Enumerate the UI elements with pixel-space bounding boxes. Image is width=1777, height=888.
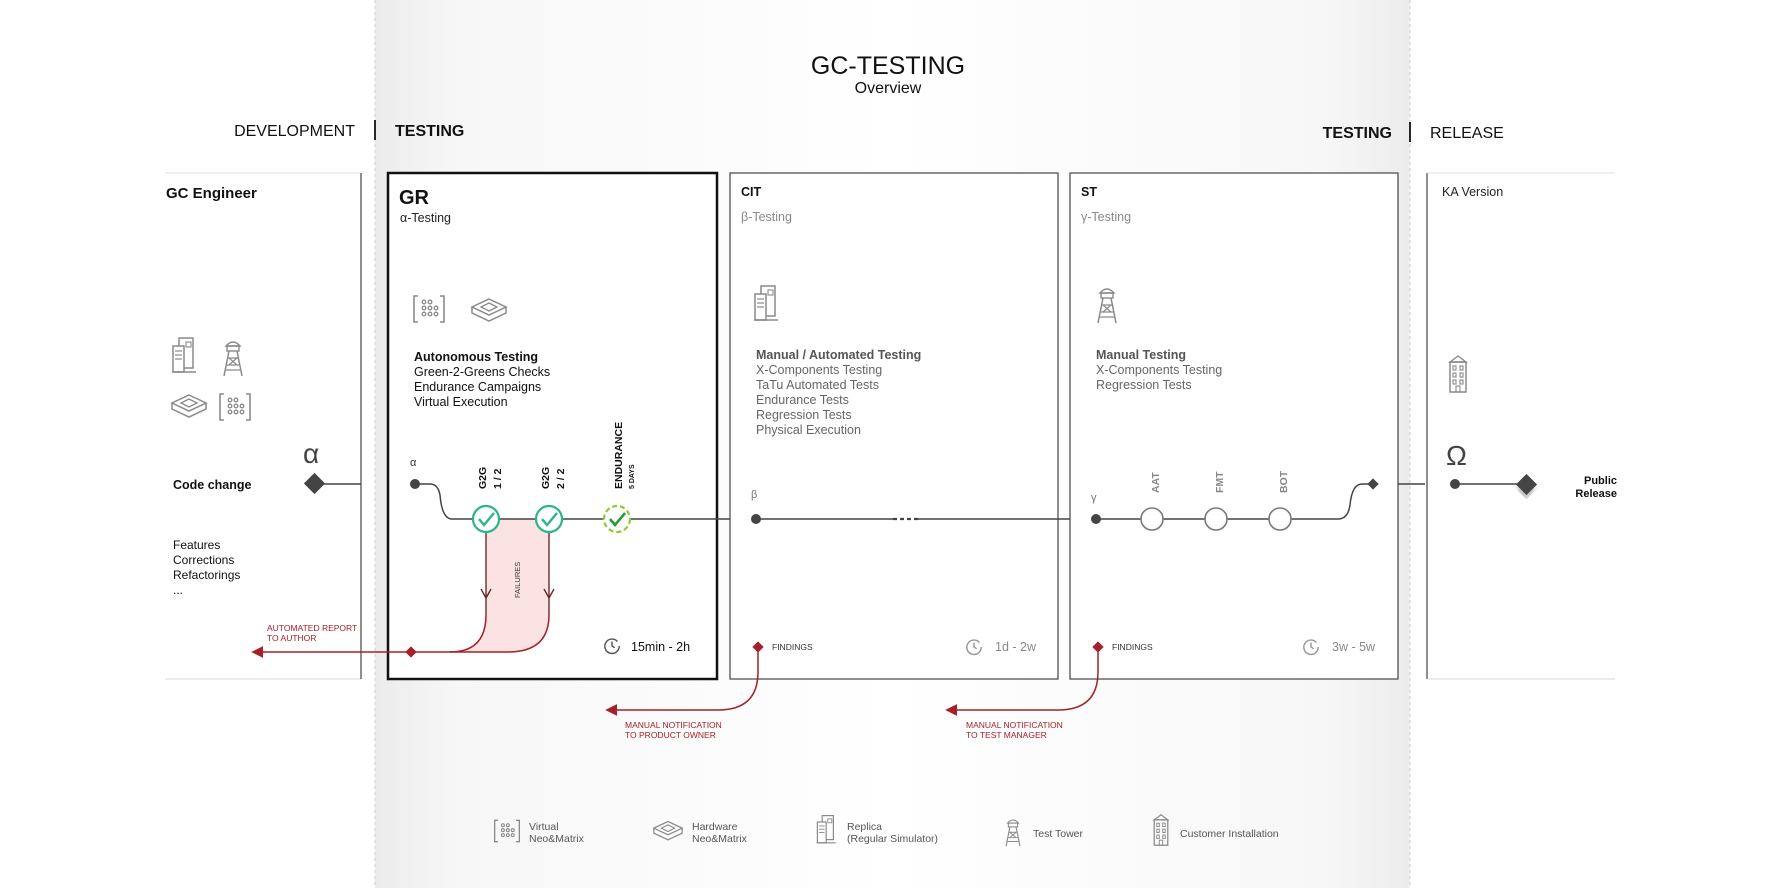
- cit-findings: FINDINGS: [772, 642, 813, 652]
- public-release-label: Public: [1584, 475, 1617, 487]
- public-release-label: Release: [1575, 488, 1617, 500]
- cit-notify-label: MANUAL NOTIFICATION: [625, 720, 722, 730]
- cit-subtitle: β-Testing: [741, 210, 792, 224]
- report-label: TO AUTHOR: [267, 633, 316, 643]
- gr-subtitle: α-Testing: [400, 211, 451, 225]
- cit-item: Physical Execution: [756, 423, 861, 437]
- cit-item: TaTu Automated Tests: [756, 378, 879, 392]
- engineer-title: GC Engineer: [166, 185, 257, 202]
- public-release-diamond: [1515, 473, 1538, 496]
- cit-beta: β: [751, 489, 757, 501]
- gr-heading: Autonomous Testing: [414, 350, 538, 364]
- g2g1-check: [471, 504, 501, 534]
- replica-icon: [171, 337, 197, 373]
- cit-title: CIT: [741, 185, 762, 199]
- g2g2-check: [534, 504, 564, 534]
- report-arrow: [251, 614, 550, 658]
- omega-symbol: Ω: [1446, 440, 1467, 471]
- st-gamma: γ: [1091, 492, 1097, 504]
- phase-release: RELEASE: [1430, 125, 1504, 142]
- check-icon: [609, 512, 626, 528]
- st-title: ST: [1081, 185, 1097, 199]
- endurance-label: ENDURANCE: [613, 422, 625, 489]
- stage-fmt-node: [1204, 507, 1228, 531]
- st-notify-label: TO TEST MANAGER: [966, 730, 1047, 740]
- stage-bot-label: BOT: [1278, 470, 1290, 493]
- g2g1-label: G2G: [477, 467, 489, 489]
- st-item: X-Components Testing: [1096, 363, 1222, 377]
- st-heading: Manual Testing: [1096, 348, 1186, 362]
- stage-aat-node: [1140, 507, 1164, 531]
- gr-panel: GR α-Testing Autonomous Testing Green-2-…: [251, 171, 730, 681]
- legend-hardware-label: Hardware: [692, 821, 738, 833]
- stage-bot-node: [1268, 507, 1292, 531]
- st-panel: ST γ-Testing Manual Testing X-Components…: [1069, 172, 1425, 680]
- check-icon: [478, 512, 495, 527]
- stage-aat-label: AAT: [1150, 472, 1162, 493]
- legend-tower-label: Test Tower: [1033, 828, 1083, 840]
- cit-item: Regression Tests: [756, 408, 852, 422]
- stage-fmt-label: FMT: [1214, 471, 1226, 493]
- st-findings: FINDINGS: [1112, 642, 1153, 652]
- cit-notify-arrow: [605, 647, 759, 716]
- g2g1-label: 1 / 2: [492, 468, 504, 489]
- legend-virtual-label: Neo&Matrix: [529, 833, 585, 845]
- legend-virtual-label: Virtual: [529, 821, 559, 833]
- legend-customer-label: Customer Installation: [1180, 828, 1279, 840]
- cit-item: Endurance Tests: [756, 393, 849, 407]
- failures-area: [450, 519, 549, 652]
- gr-pipeline-line: [415, 483, 730, 520]
- gr-alpha: α: [410, 457, 417, 469]
- virtual-icon: [219, 393, 251, 421]
- gr-item: Virtual Execution: [414, 395, 508, 409]
- cit-panel: CIT β-Testing Manual / Automated Testing…: [729, 172, 1070, 680]
- failures-label: FAILURES: [513, 562, 522, 598]
- st-pipeline-line: [1096, 483, 1373, 520]
- code-change-diamond: [303, 472, 326, 495]
- g2g2-label: G2G: [540, 467, 552, 489]
- cit-duration: 1d - 2w: [995, 640, 1037, 654]
- check-icon: [541, 512, 558, 527]
- g2g2-label: 2 / 2: [555, 468, 567, 489]
- report-diamond: [405, 646, 417, 658]
- st-notify-label: MANUAL NOTIFICATION: [966, 720, 1063, 730]
- release-title: KA Version: [1442, 185, 1503, 199]
- legend-hardware-label: Neo&Matrix: [692, 833, 748, 845]
- gr-item: Endurance Campaigns: [414, 380, 541, 394]
- engineer-item: Features: [173, 538, 220, 552]
- release-panel: KA Version Ω Public Release: [1426, 172, 1617, 680]
- gr-item: Green-2-Greens Checks: [414, 365, 550, 379]
- st-item: Regression Tests: [1096, 378, 1192, 392]
- report-label: AUTOMATED REPORT: [267, 623, 357, 633]
- legend-replica-label: Replica: [847, 821, 882, 833]
- gr-title: GR: [399, 187, 430, 209]
- st-notify-arrow: [945, 647, 1099, 716]
- engineer-panel: GC Engineer α Code change Features Corre…: [165, 172, 362, 680]
- gr-duration: 15min - 2h: [631, 640, 690, 654]
- phase-testing-right: TESTING: [1323, 125, 1392, 142]
- engineer-item: Corrections: [173, 553, 234, 567]
- phase-development: DEVELOPMENT: [234, 123, 355, 140]
- alpha-symbol: α: [303, 438, 319, 469]
- endurance-days-label: 5 DAYS: [629, 464, 636, 489]
- legend-replica-label: (Regular Simulator): [847, 833, 938, 845]
- st-subtitle: γ-Testing: [1081, 210, 1131, 224]
- page-title: GC-TESTING: [811, 52, 965, 80]
- test-tower-icon: [223, 341, 243, 377]
- endurance-check: [602, 504, 632, 534]
- customer-installation-icon: [1449, 355, 1467, 393]
- phase-testing-left: TESTING: [395, 123, 464, 140]
- cit-item: X-Components Testing: [756, 363, 882, 377]
- engineer-item: Refactorings: [173, 568, 240, 582]
- hardware-icon: [171, 394, 207, 418]
- engineer-item: ...: [173, 583, 183, 597]
- cit-notify-label: TO PRODUCT OWNER: [625, 730, 716, 740]
- legend: Virtual Neo&Matrix Hardware Neo&Matrix R…: [493, 814, 1279, 847]
- cit-heading: Manual / Automated Testing: [756, 348, 921, 362]
- code-change-label: Code change: [173, 478, 252, 492]
- st-duration: 3w - 5w: [1332, 640, 1376, 654]
- page-subtitle: Overview: [855, 80, 922, 97]
